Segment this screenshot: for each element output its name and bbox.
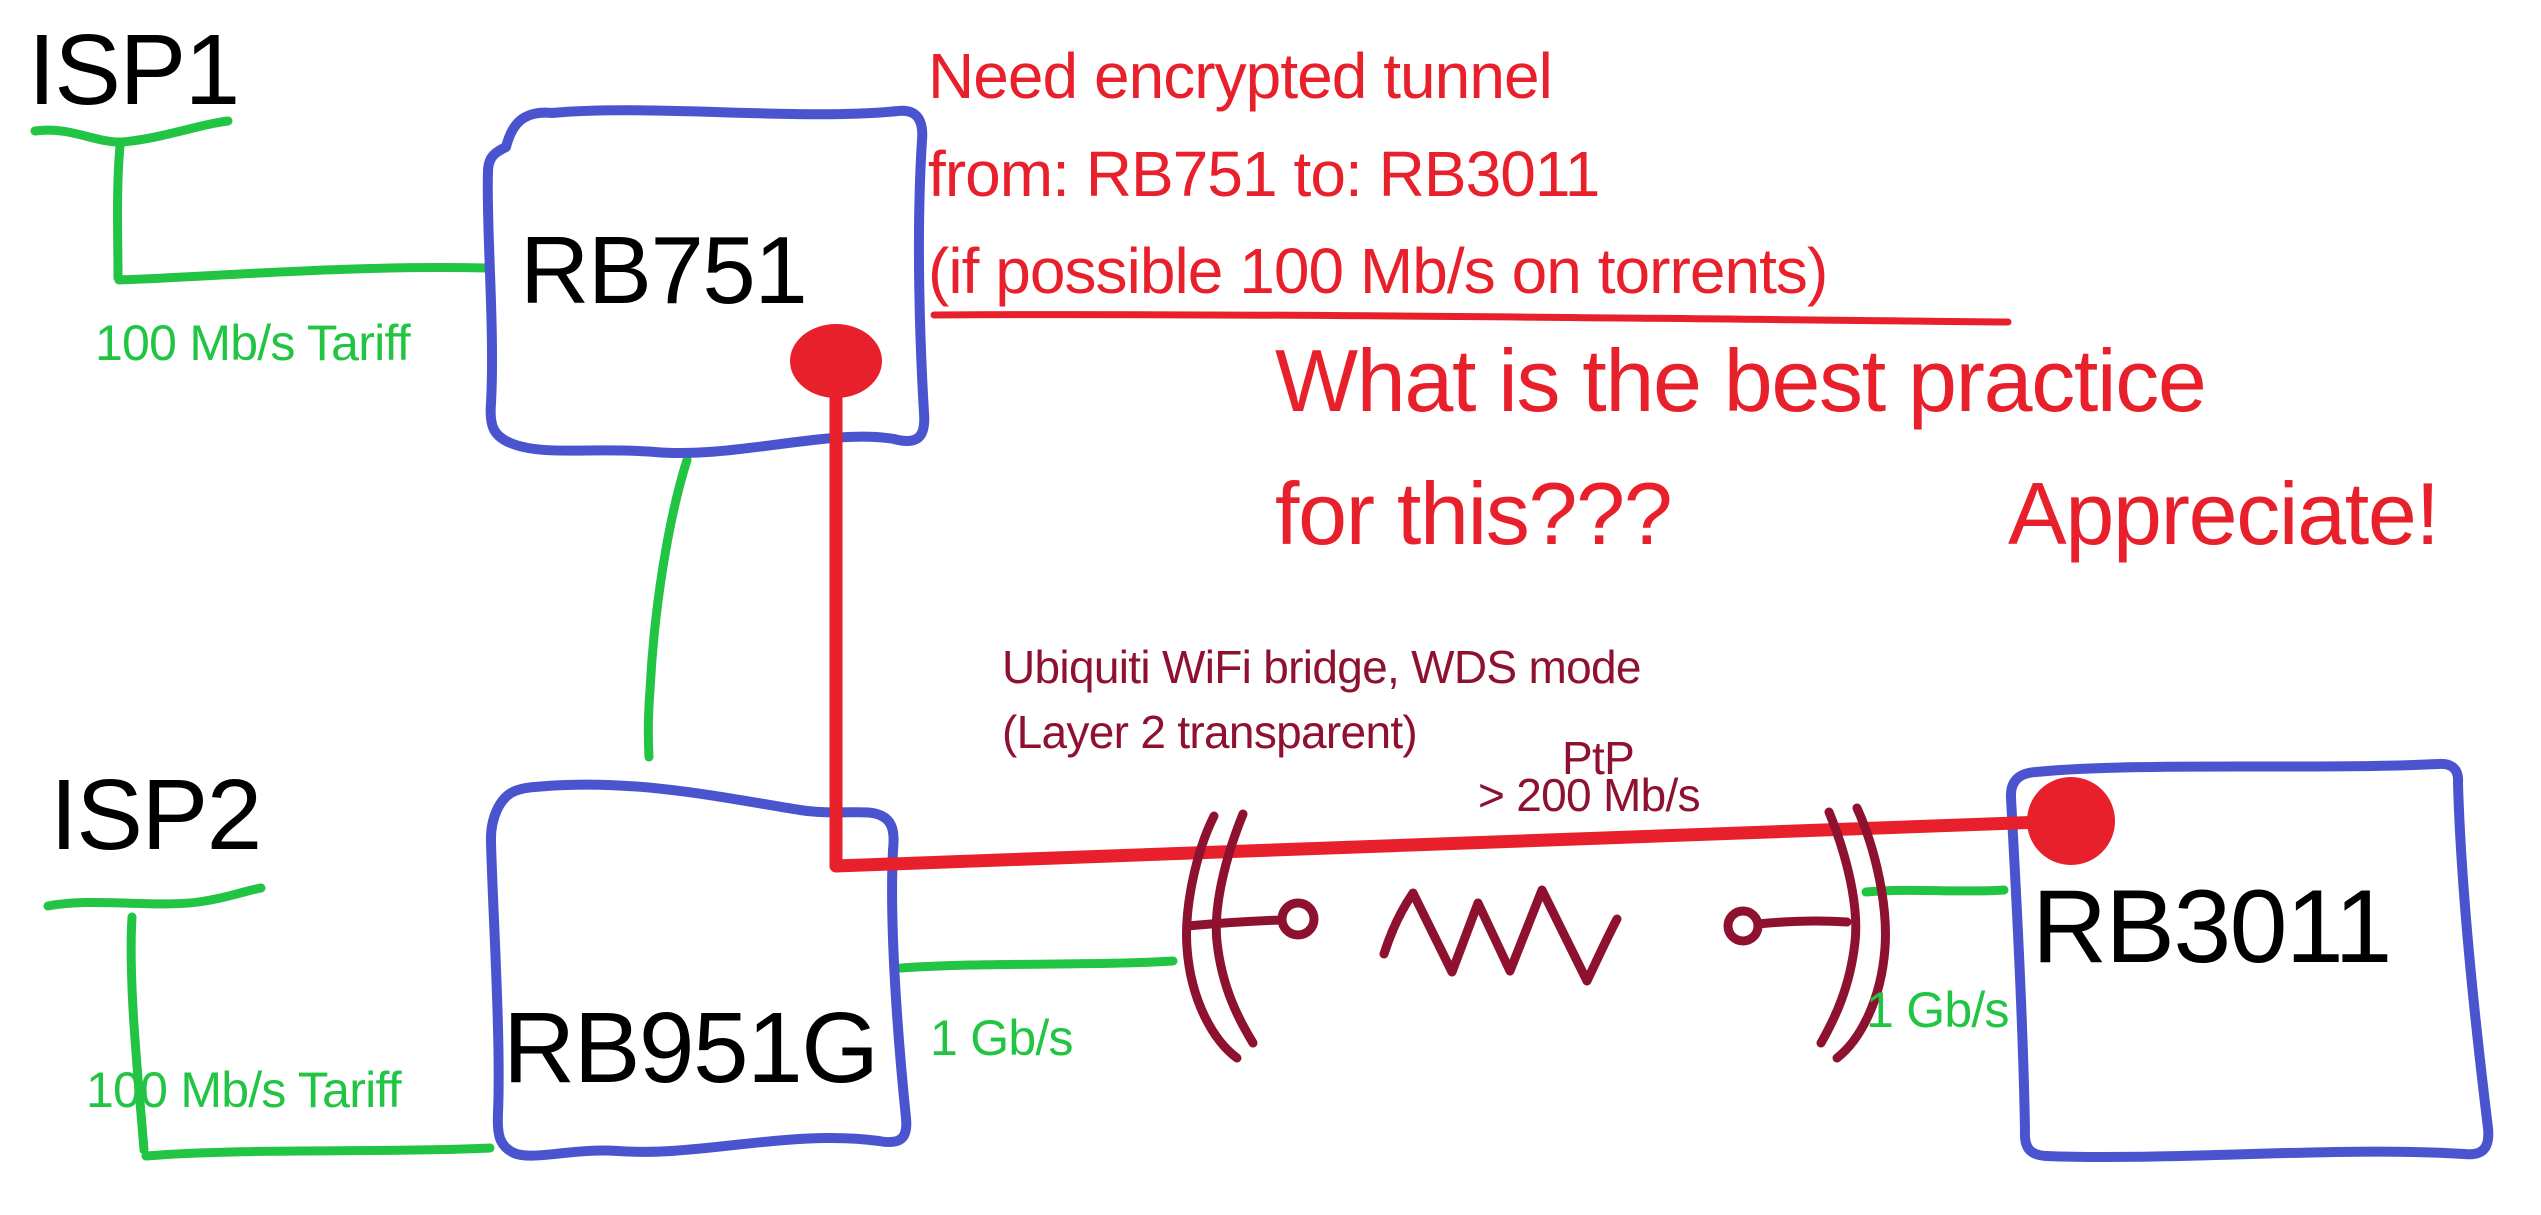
tunnel-path-line [829,386,2077,873]
big-question-line2: for this??? [1275,464,1673,563]
router-boxes [482,105,2494,1163]
ptp-label: PtP [1562,732,1635,784]
left-antenna-feed-circle [1277,898,1319,940]
big-question-line1: What is the best practice [1275,331,2207,430]
right-antenna-outer-arc [1832,803,1890,1063]
question-underline [930,311,2012,326]
left-antenna-feed-line [1182,915,1286,931]
thanks-label: Appreciate! [2008,464,2440,563]
right-antenna-feed-circle [1723,906,1763,946]
bridge-line1: Ubiquiti WiFi bridge, WDS mode [1002,641,1642,693]
bridge-line2: (Layer 2 transparent) [1002,706,1418,758]
antenna-to-rb3011-line [1861,885,2009,897]
rb751-rb951g-link-line [643,455,692,762]
right-antenna-feed-line [1753,916,1852,929]
green-links [30,116,2009,1161]
isp2-link-vertical-line [126,912,149,1155]
isp2-link-to-rb951g-line [141,1143,495,1161]
rb751-label: RB751 [520,217,808,324]
right-antenna-inner-arc [1816,807,1861,1048]
isp1-link-top-line [30,116,233,147]
left-antenna-inner-arc [1211,809,1258,1048]
isp1-tariff-label: 100 Mb/s Tariff [95,315,411,371]
isp1-link-to-rb751-line [114,263,492,285]
isp2-link-top-line [43,883,266,911]
rb951g-label: RB951G [503,992,879,1104]
isp2-label: ISP2 [50,759,262,871]
isp1-link-vertical-line [113,141,125,283]
rb751-box-outline [482,105,930,458]
isp2-tariff-label: 100 Mb/s Tariff [86,1062,402,1118]
question-line3: (if possible 100 Mb/s on torrents) [928,235,1828,307]
rb3011-label: RB3011 [2032,869,2392,985]
lan-left-speed-label: 1 Gb/s [930,1010,1074,1066]
question-line2: from: RB751 to: RB3011 [928,138,1600,210]
isp1-label: ISP1 [28,14,240,126]
wifi-bridge-sketch [1182,803,1890,1063]
left-antenna-outer-arc [1182,811,1242,1063]
tunnel-endpoint-rb3011-dot [2027,777,2115,865]
question-line1: Need encrypted tunnel [928,40,1553,112]
rb951g-box-outline [485,779,912,1161]
rb3011-box-outline [2005,758,2494,1163]
tunnel-endpoint-rb751-dot [790,324,882,398]
ptp-speed-label: > 200 Mb/s [1478,769,1701,821]
lan-right-speed-label: 1 Gb/s [1866,982,2010,1038]
wifi-signal-zigzag-icon [1379,885,1622,986]
tunnel-sketch [790,311,2115,873]
rb951g-to-antenna-line [896,956,1178,973]
